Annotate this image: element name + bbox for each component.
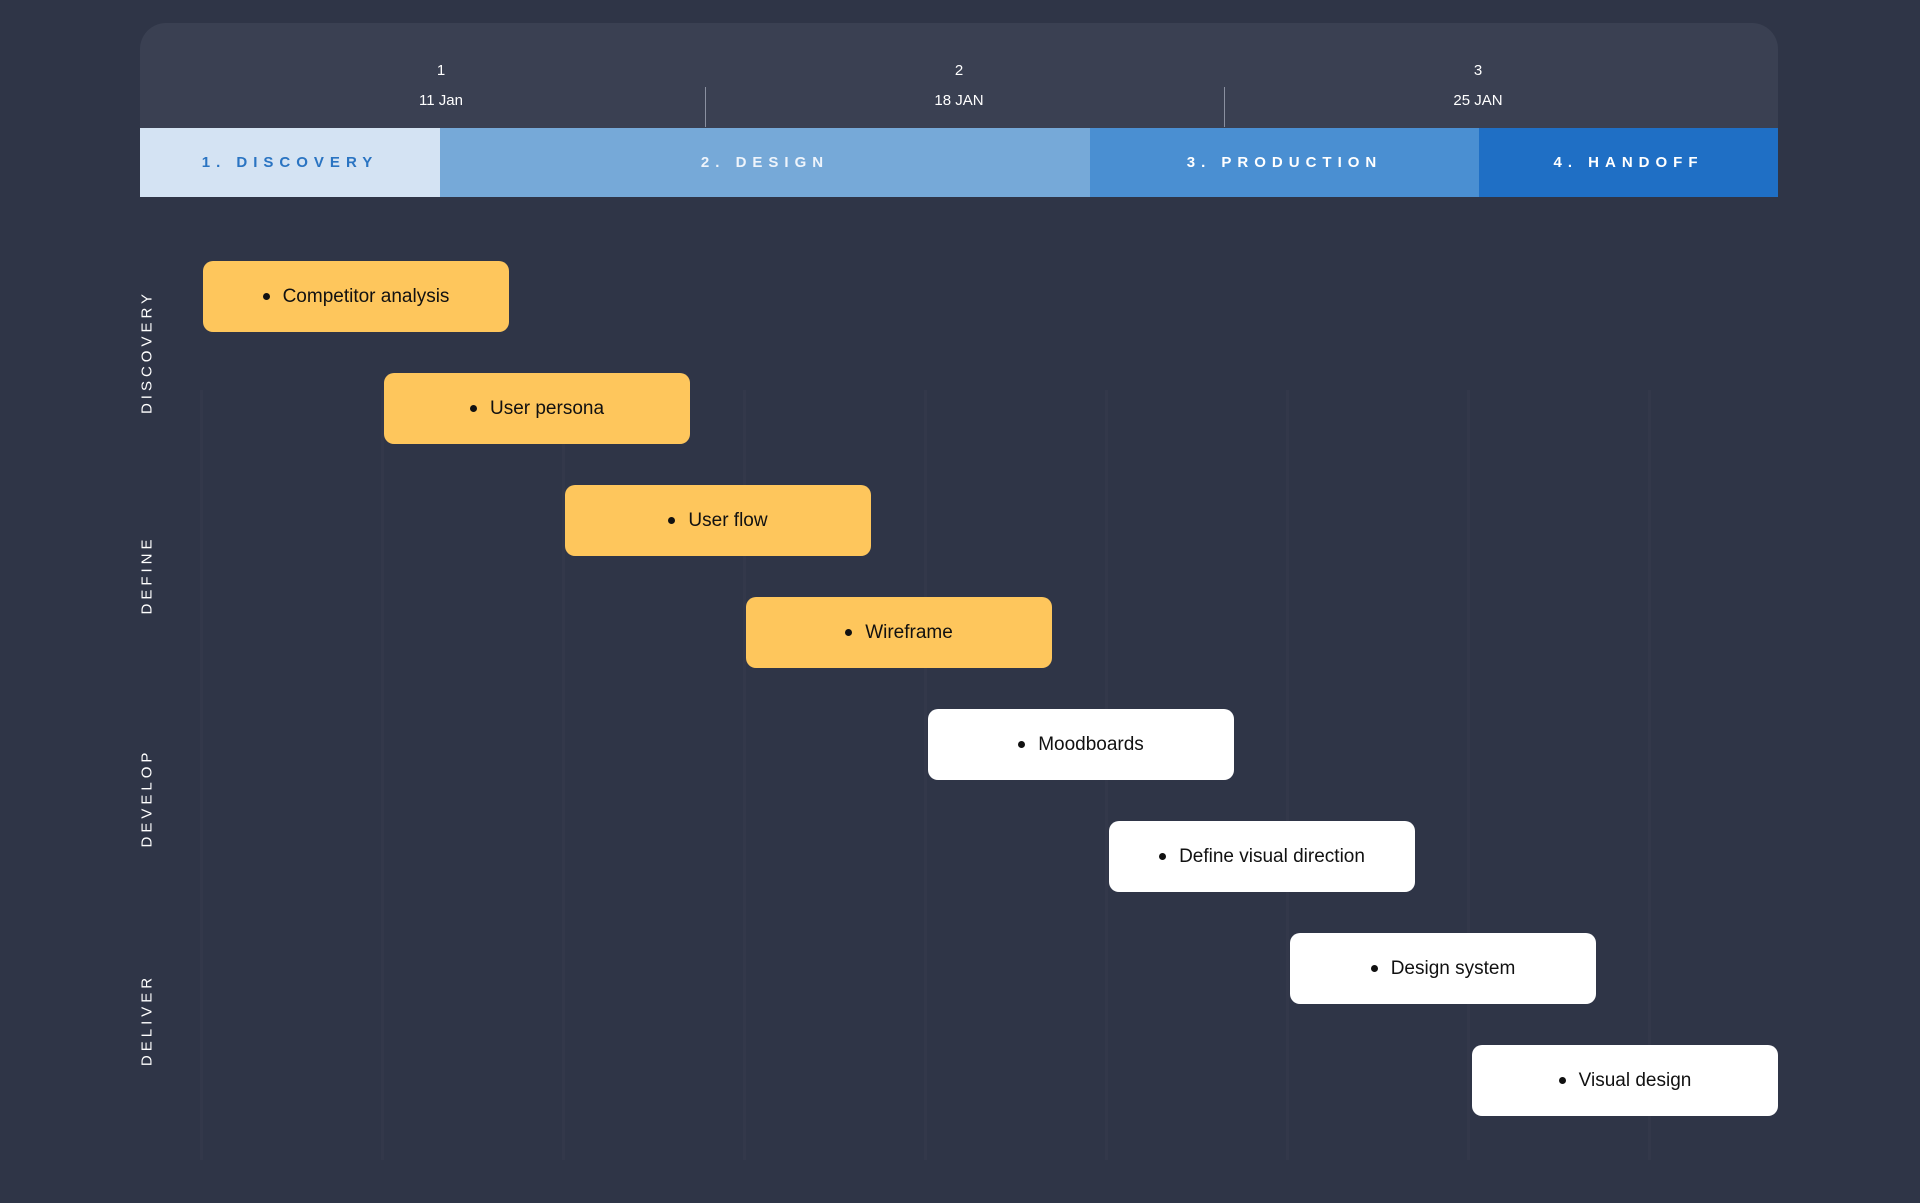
grid-line — [1286, 390, 1289, 1160]
bullet-icon — [469, 405, 477, 412]
bullet-icon — [262, 293, 270, 300]
week-date: 18 JAN — [934, 92, 984, 109]
task-card-user-flow[interactable]: User flow — [565, 485, 871, 556]
task-card-wireframe[interactable]: Wireframe — [746, 597, 1052, 668]
phase-discovery: 1. DISCOVERY — [140, 128, 440, 197]
task-card-competitor-analysis[interactable]: Competitor analysis — [203, 261, 509, 332]
week-3: 3 25 JAN — [1378, 61, 1578, 111]
week-number: 1 — [436, 62, 446, 79]
grid-line — [200, 390, 203, 1160]
bullet-icon — [1558, 1077, 1566, 1084]
week-2: 2 18 JAN — [859, 61, 1059, 111]
bullet-icon — [1018, 741, 1026, 748]
stage-label-define: DEFINE — [138, 535, 156, 615]
task-label: User flow — [688, 509, 768, 531]
task-label: Design system — [1390, 957, 1516, 979]
task-label: Define visual direction — [1179, 845, 1365, 867]
task-label: Competitor analysis — [282, 285, 450, 307]
week-date: 11 Jan — [419, 92, 463, 109]
phase-design: 2. DESIGN — [440, 128, 1090, 197]
grid-line — [381, 390, 384, 1160]
week-number: 3 — [1473, 62, 1483, 79]
phase-handoff: 4. HANDOFF — [1479, 128, 1778, 197]
task-card-design-system[interactable]: Design system — [1290, 933, 1596, 1004]
task-card-moodboards[interactable]: Moodboards — [928, 709, 1234, 780]
week-divider — [705, 87, 706, 127]
week-number: 2 — [954, 62, 964, 79]
grid-line — [924, 390, 927, 1160]
stage-label-discovery: DISCOVERY — [138, 289, 156, 415]
task-label: Visual design — [1578, 1069, 1692, 1091]
stage-label-deliver: DELIVER — [138, 973, 156, 1067]
task-card-visual-design[interactable]: Visual design — [1472, 1045, 1778, 1116]
bullet-icon — [1159, 853, 1167, 860]
stage-label-develop: DEVELOP — [138, 748, 156, 848]
bullet-icon — [668, 517, 676, 524]
grid-line — [1467, 390, 1470, 1160]
task-label: Wireframe — [865, 621, 953, 643]
task-card-define-visual-direction[interactable]: Define visual direction — [1109, 821, 1415, 892]
phase-bar: 1. DISCOVERY 2. DESIGN 3. PRODUCTION 4. … — [140, 128, 1778, 197]
task-label: Moodboards — [1038, 733, 1144, 755]
timeline-header: 1 11 Jan 2 18 JAN 3 25 JAN 1. DISCOVERY … — [140, 23, 1778, 197]
phase-production: 3. PRODUCTION — [1090, 128, 1479, 197]
task-label: User persona — [489, 397, 605, 419]
week-divider — [1224, 87, 1225, 127]
task-card-user-persona[interactable]: User persona — [384, 373, 690, 444]
week-date: 25 JAN — [1453, 92, 1503, 109]
bullet-icon — [845, 629, 853, 636]
bullet-icon — [1370, 965, 1378, 972]
week-1: 1 11 Jan — [341, 61, 541, 111]
